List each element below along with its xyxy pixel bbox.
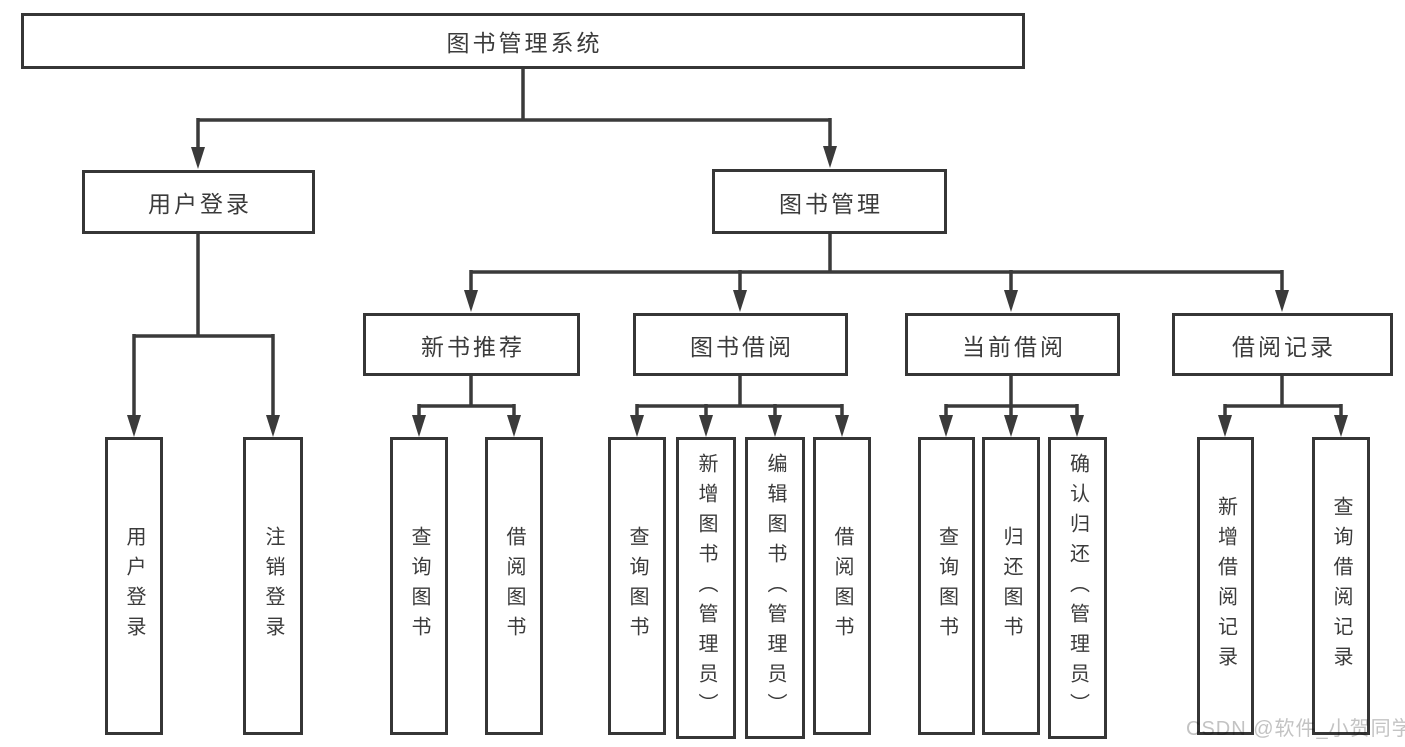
node-current-borrowing: 当前借阅 bbox=[905, 313, 1120, 376]
leaf-add-borrow-record: 新增借阅记录 bbox=[1197, 437, 1254, 735]
leaf-label: 编辑图书（管理员） bbox=[764, 453, 786, 723]
leaf-label: 查询图书 bbox=[935, 526, 958, 646]
root-node-library-system: 图书管理系统 bbox=[21, 13, 1025, 69]
leaf-query-books-recommendation: 查询图书 bbox=[390, 437, 448, 735]
csdn-watermark: CSDN @软件_小贺同学 bbox=[1186, 718, 1405, 740]
leaf-label: 归还图书 bbox=[1000, 526, 1022, 646]
leaf-label: 注销登录 bbox=[262, 526, 284, 646]
leaf-logout: 注销登录 bbox=[243, 437, 303, 735]
leaf-label: 查询图书 bbox=[408, 526, 430, 646]
leaf-label: 新增借阅记录 bbox=[1214, 496, 1237, 676]
leaf-label: 新增图书（管理员） bbox=[695, 453, 717, 723]
leaf-label: 借阅图书 bbox=[831, 526, 853, 646]
leaf-label: 借阅图书 bbox=[503, 526, 525, 646]
leaf-borrow-books-borrowing: 借阅图书 bbox=[813, 437, 871, 735]
node-borrowing-records: 借阅记录 bbox=[1172, 313, 1393, 376]
leaf-user-login: 用户登录 bbox=[105, 437, 163, 735]
leaf-query-books-borrowing: 查询图书 bbox=[608, 437, 666, 735]
node-book-management: 图书管理 bbox=[712, 169, 947, 234]
leaf-label: 用户登录 bbox=[123, 526, 145, 646]
leaf-return-book: 归还图书 bbox=[982, 437, 1040, 735]
leaf-confirm-return-admin: 确认归还（管理员） bbox=[1048, 437, 1107, 739]
leaf-add-book-admin: 新增图书（管理员） bbox=[676, 437, 736, 739]
leaf-query-borrow-record: 查询借阅记录 bbox=[1312, 437, 1370, 735]
leaf-label: 确认归还（管理员） bbox=[1066, 453, 1089, 723]
leaf-edit-book-admin: 编辑图书（管理员） bbox=[745, 437, 805, 739]
node-book-borrowing: 图书借阅 bbox=[633, 313, 848, 376]
leaf-borrow-books-recommendation: 借阅图书 bbox=[485, 437, 543, 735]
node-new-book-recommendation: 新书推荐 bbox=[363, 313, 580, 376]
leaf-label: 查询借阅记录 bbox=[1330, 496, 1352, 676]
leaf-query-books-current: 查询图书 bbox=[918, 437, 975, 735]
node-user-login: 用户登录 bbox=[82, 170, 315, 234]
leaf-label: 查询图书 bbox=[626, 526, 648, 646]
